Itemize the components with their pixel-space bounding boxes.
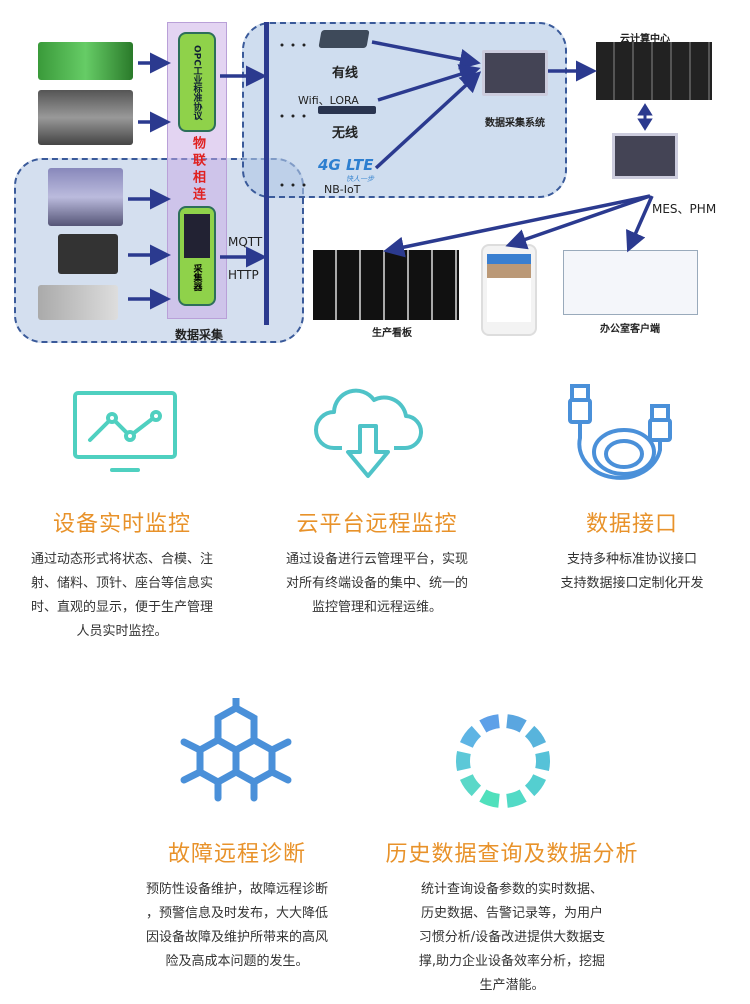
- desc-line: 支持数据接口定制化开发: [560, 576, 704, 591]
- diagram-arrows: [128, 40, 654, 310]
- production-board-image: [313, 250, 459, 320]
- lte-slogan: 快人一步: [346, 175, 374, 183]
- opc-box: OPC工业标准协议: [178, 32, 216, 132]
- ring-segment: [524, 725, 547, 749]
- desc-line: 因设备故障及维护所带来的高风: [145, 930, 328, 945]
- desc-line: 习惯分析/设备改进提供大数据支: [418, 930, 606, 945]
- hexagon-network-icon: [180, 698, 292, 802]
- desc-line: 险及高成本问题的发生。: [165, 954, 309, 969]
- feature-desc: 支持多种标准协议接口支持数据接口定制化开发: [522, 548, 742, 596]
- segmented-ring-icon: [456, 714, 550, 808]
- data-collection-label: 数据采集: [175, 328, 224, 342]
- desc-line: 统计查询设备参数的实时数据、: [420, 882, 603, 897]
- http-label: HTTP: [228, 268, 259, 282]
- collection-system-label: 数据采集系统: [485, 118, 545, 129]
- feature-data-interface: 数据接口 支持多种标准协议接口支持数据接口定制化开发: [522, 506, 742, 596]
- mes-label: MES、PHM: [652, 202, 717, 216]
- desc-line: ，预警信息及时发布，大大降低: [145, 906, 328, 921]
- desc-line: 通过设备进行云管理平台，实现: [285, 552, 468, 567]
- ring-segment: [479, 714, 501, 733]
- feature-title: 数据接口: [585, 512, 678, 537]
- collector-device-icon: [184, 214, 210, 258]
- ring-segment: [505, 714, 527, 733]
- desc-line: 生产潜能。: [479, 978, 545, 993]
- feature-desc: 通过设备进行云管理平台，实现对所有终端设备的集中、统一的监控管理和远程运维。: [267, 548, 487, 620]
- desc-line: 对所有终端设备的集中、统一的: [285, 576, 468, 591]
- desc-line: 人员实时监控。: [76, 624, 168, 639]
- feature-realtime-monitoring: 设备实时监控 通过动态形式将状态、合模、注射、储料、顶针、座台等信息实时、直观的…: [12, 506, 232, 644]
- ring-segment: [524, 773, 547, 797]
- feature-title: 历史数据查询及数据分析: [385, 842, 639, 867]
- ring-segment: [505, 789, 527, 808]
- feature-title: 设备实时监控: [52, 512, 191, 537]
- feature-desc: 统计查询设备参数的实时数据、历史数据、告警记录等，为用户习惯分析/设备改进提供大…: [372, 878, 652, 998]
- feature-title: 云平台远程监控: [296, 512, 458, 537]
- control-panel-image: [58, 234, 118, 274]
- lte-logo: 4G LTE: [318, 156, 374, 174]
- mqtt-label: MQTT: [228, 235, 263, 249]
- collector-box: 采集器: [178, 206, 216, 306]
- client-monitor: [612, 133, 678, 179]
- laser-machine-image: [48, 168, 123, 226]
- desc-line: 预防性设备维护，故障远程诊断: [145, 882, 328, 897]
- updown-arrow-icon: [637, 103, 653, 131]
- cnc-machine-image: [38, 90, 133, 145]
- desc-line: 支持多种标准协议接口: [566, 552, 697, 567]
- desc-line: 通过动态形式将状态、合模、注: [30, 552, 213, 567]
- desc-line: 撑,助力企业设备效率分析，挖掘: [418, 954, 606, 969]
- feature-desc: 预防性设备维护，故障远程诊断 ，预警信息及时发布，大大降低因设备故障及维护所带来的…: [122, 878, 352, 974]
- office-client-screen: [563, 250, 698, 315]
- phone-image: [481, 244, 537, 336]
- injection-machine-image: [38, 42, 133, 80]
- desc-line: 历史数据、告警记录等，为用户: [420, 906, 603, 921]
- ring-segment: [479, 789, 501, 808]
- server-rack-image: [596, 42, 712, 100]
- desc-line: 射、储料、顶针、座台等信息实: [30, 576, 213, 591]
- usb-cable-icon: [568, 384, 672, 480]
- collection-system-monitor: [482, 50, 548, 96]
- wifi-label: Wifi、LORA: [298, 94, 359, 107]
- ring-segment: [456, 751, 471, 771]
- board-label: 生产看板: [372, 328, 412, 339]
- wireless-label: 无线: [332, 126, 359, 141]
- feature-title: 故障远程诊断: [167, 842, 306, 867]
- opc-label: OPC工业标准协议: [191, 44, 202, 120]
- sensor-image: [38, 285, 118, 320]
- bus-line: [264, 22, 269, 325]
- ring-segment: [535, 751, 550, 771]
- desc-line: 时、直观的显示，便于生产管理: [30, 600, 213, 615]
- cloud-download-icon: [314, 388, 423, 478]
- monitor-chart-icon: [73, 391, 177, 472]
- desc-line: 监控管理和远程运维。: [311, 600, 442, 615]
- feature-desc: 通过动态形式将状态、合模、注射、储料、顶针、座台等信息实时、直观的显示，便于生产…: [12, 548, 232, 644]
- nbiot-label: NB-IoT: [324, 183, 361, 196]
- feature-cloud-monitoring: 云平台远程监控 通过设备进行云管理平台，实现对所有终端设备的集中、统一的监控管理…: [267, 506, 487, 620]
- collector-label: 采集器: [191, 264, 202, 291]
- wired-label: 有线: [332, 66, 359, 81]
- architecture-diagram: OPC工业标准协议 物联相连 采集器 数据采集 MQTT HTTP 有线 Wif…: [0, 0, 750, 350]
- cloud-center-label: 云计算中心: [620, 34, 670, 45]
- ring-segment: [459, 725, 482, 749]
- office-client-label: 办公室客户端: [600, 324, 660, 335]
- feature-history-analysis: 历史数据查询及数据分析 统计查询设备参数的实时数据、历史数据、告警记录等，为用户…: [372, 836, 652, 998]
- feature-fault-diagnosis: 故障远程诊断 预防性设备维护，故障远程诊断 ，预警信息及时发布，大大降低因设备故障…: [122, 836, 352, 974]
- iot-label: 物联相连: [190, 136, 205, 204]
- router-image: [318, 106, 376, 114]
- ring-segment: [459, 773, 482, 797]
